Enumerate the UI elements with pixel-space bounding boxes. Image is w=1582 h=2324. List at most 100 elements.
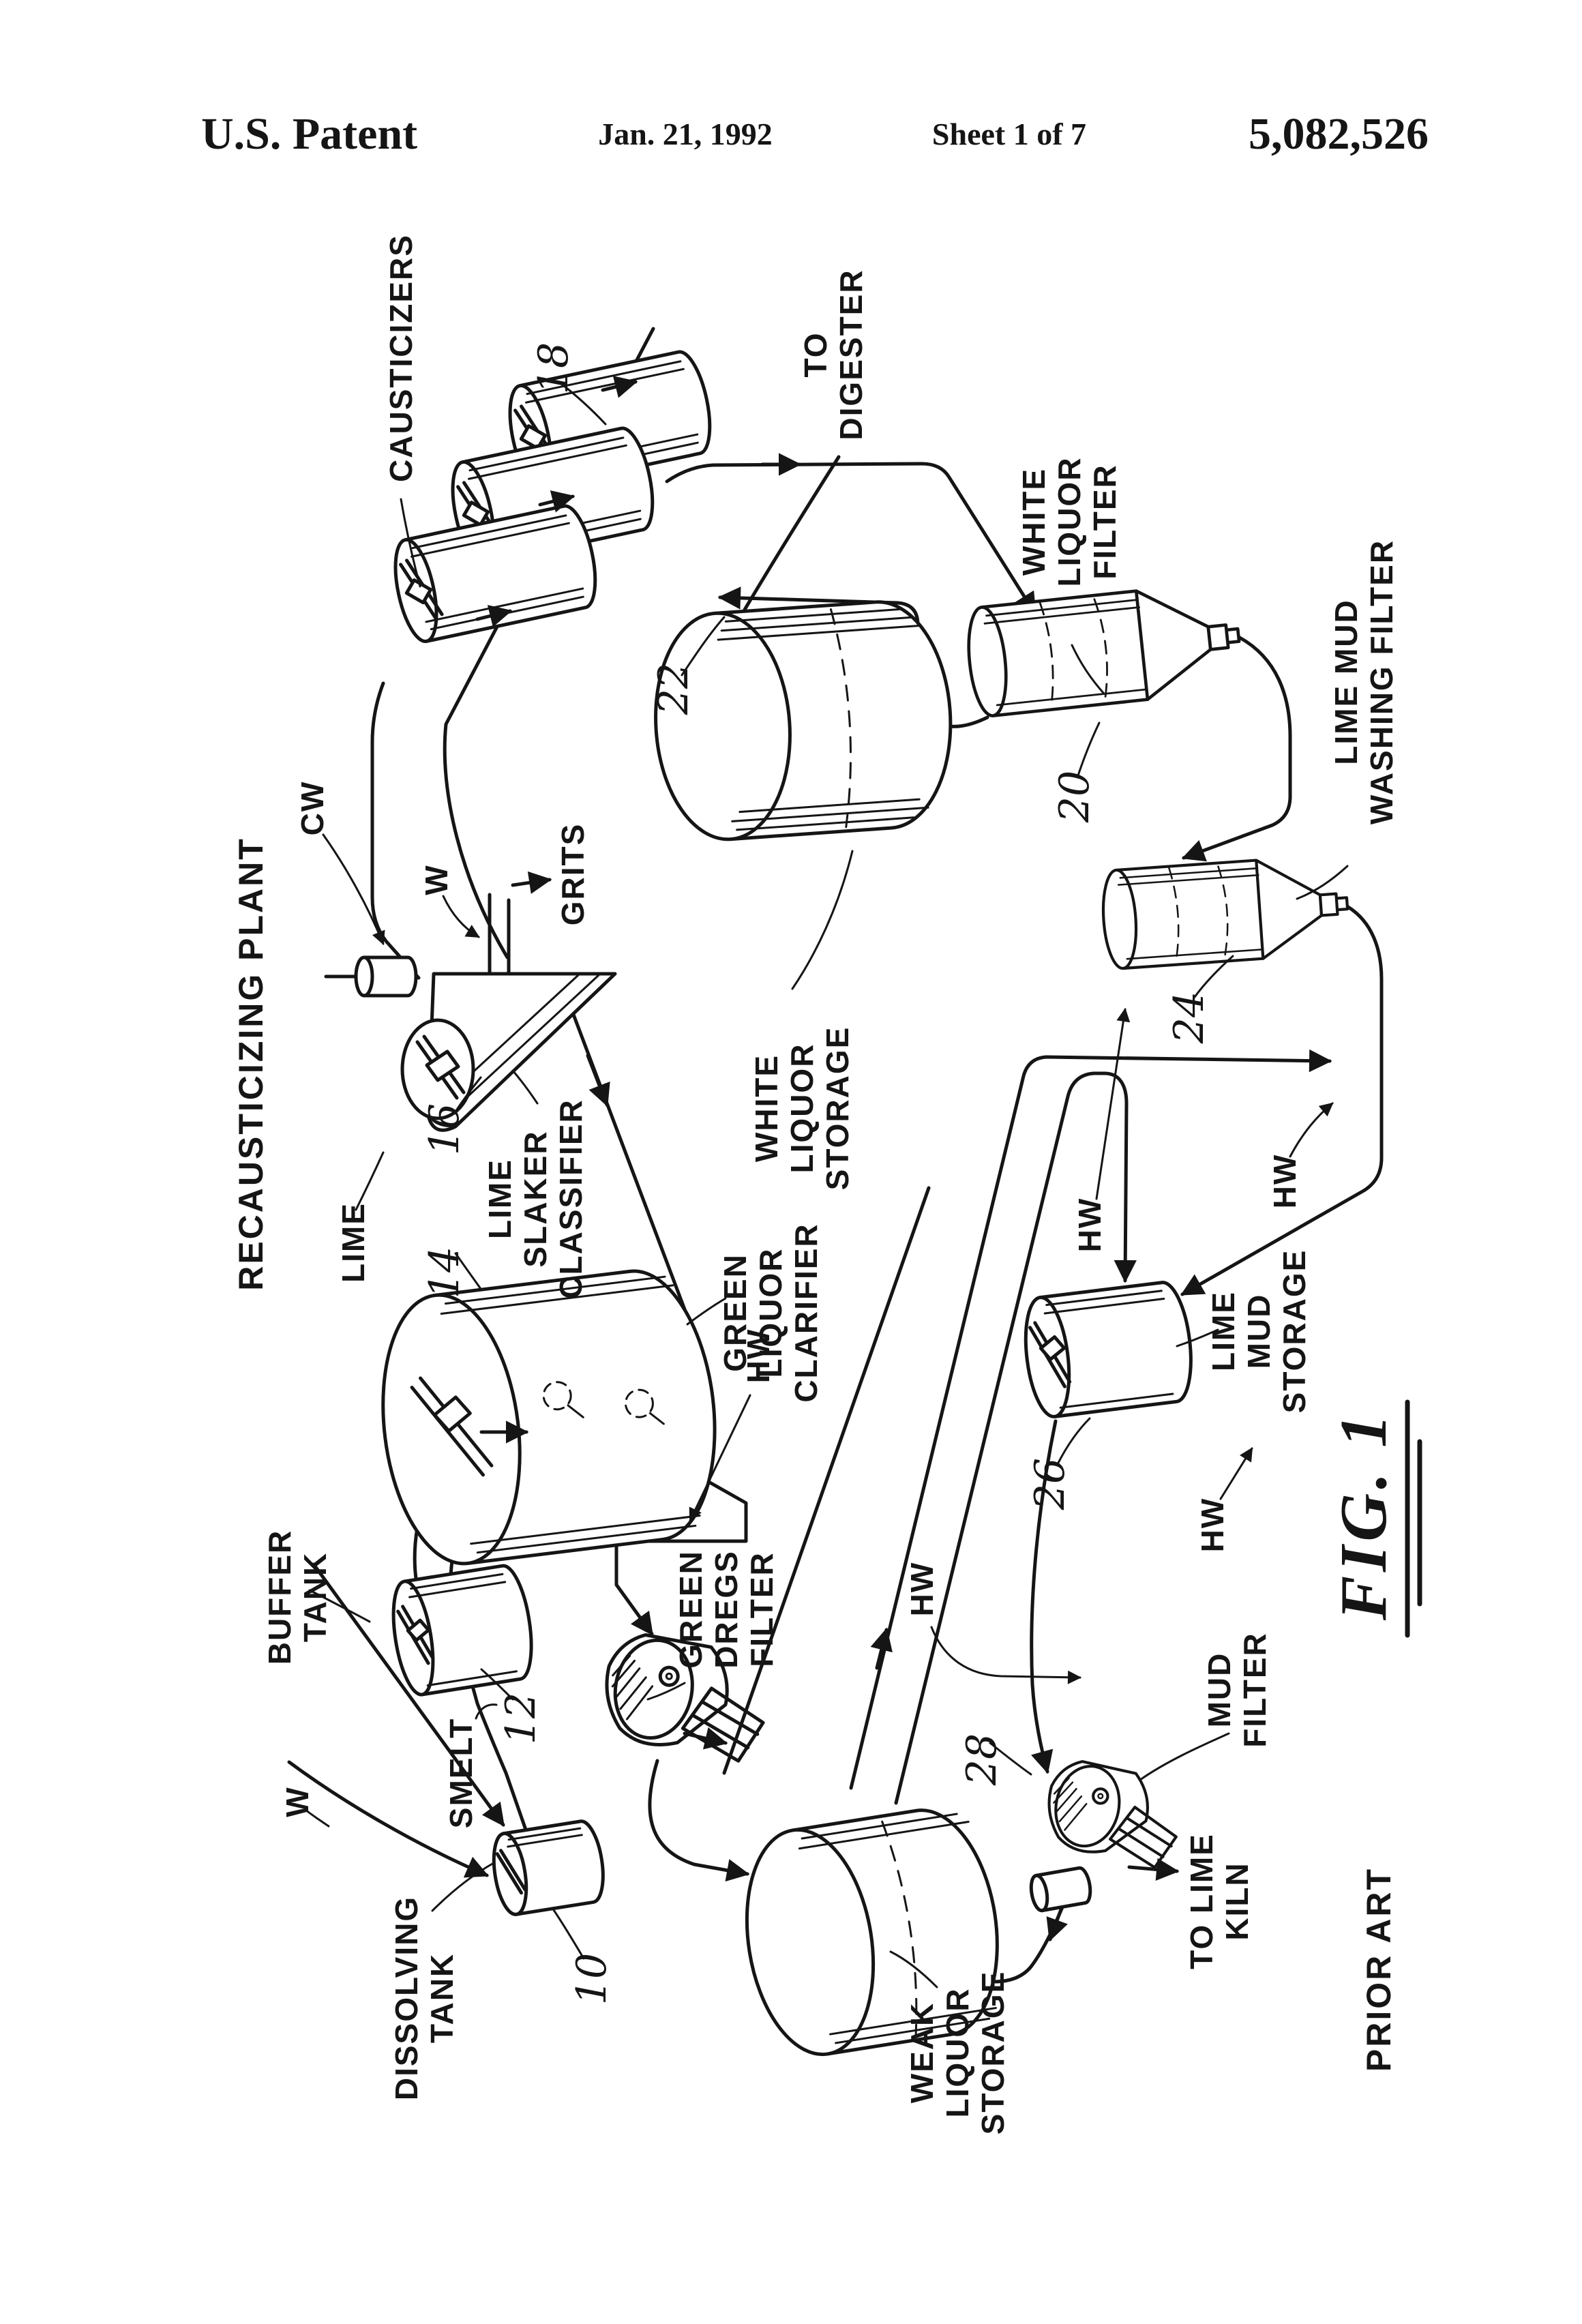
arrows-and-leaders <box>304 376 1349 1988</box>
svg-text:WHITE: WHITE <box>749 1054 784 1162</box>
leader-16 <box>454 1076 482 1113</box>
svg-text:BUFFER: BUFFER <box>262 1530 297 1665</box>
cw-label: CW <box>295 781 330 836</box>
lime-mud-storage-vessel <box>1024 1281 1193 1418</box>
svg-text:LIME MUD: LIME MUD <box>1328 599 1364 764</box>
svg-text:CLARIFIER: CLARIFIER <box>788 1223 824 1402</box>
ref-24: 24 <box>1165 992 1213 1044</box>
w-label-slaker: W <box>419 864 454 895</box>
leader-dissolving-tank <box>431 1862 495 1912</box>
svg-text:LIME: LIME <box>482 1159 518 1239</box>
leader-weak-storage <box>889 1950 938 1988</box>
svg-text:LIME: LIME <box>1206 1291 1241 1371</box>
to-lime-kiln-label: TO LIME KILN <box>1184 1833 1255 1969</box>
svg-text:TANK: TANK <box>297 1552 333 1642</box>
water-to-dissolver-line <box>287 1760 490 1878</box>
leader-24 <box>1193 955 1234 998</box>
buffer-tank-label: BUFFER TANK <box>262 1530 333 1665</box>
dissolving-tank-vessel <box>492 1819 605 1916</box>
leader-w-bottom <box>304 1808 330 1828</box>
smelt-label: SMELT <box>443 1718 479 1828</box>
svg-text:GREEN: GREEN <box>673 1550 708 1669</box>
white-liquor-storage-tank <box>654 600 953 841</box>
lime-label: LIME <box>335 1202 371 1283</box>
green-liquor-clarifier-vessel <box>381 1269 717 1566</box>
manifold-arrow-1 <box>601 376 638 398</box>
fig-1-underline <box>1405 1399 1422 1638</box>
leader-22 <box>681 616 726 676</box>
storage-to-digester-line <box>743 455 841 612</box>
patent-number: 5,082,526 <box>1249 109 1429 159</box>
white-liquor-filter-vessel <box>964 581 1244 717</box>
svg-text:LIQUOR: LIQUOR <box>784 1043 820 1174</box>
lime-mud-washing-filter-label: LIME MUD WASHING FILTER <box>1328 539 1399 824</box>
flow-arrow <box>870 1627 893 1670</box>
svg-text:STORAGE: STORAGE <box>975 1971 1011 2135</box>
white-liquor-storage-label: WHITE LIQUOR STORAGE <box>749 1026 855 1191</box>
svg-text:SLAKER: SLAKER <box>518 1130 553 1267</box>
mud-filter-mix-cylinder <box>1029 1866 1092 1913</box>
hw-label-mud-filter: HW <box>904 1562 940 1617</box>
svg-text:LIQUOR: LIQUOR <box>940 1988 975 2118</box>
ref-16: 16 <box>421 1103 468 1155</box>
ref-22: 22 <box>650 663 698 715</box>
hw-leader-right <box>1289 1102 1334 1158</box>
classifier-to-clarifier-line <box>561 985 691 1322</box>
svg-text:WASHING FILTER: WASHING FILTER <box>1364 539 1399 824</box>
hw-label-clarifier: HW <box>741 1328 776 1384</box>
leader-10 <box>551 1907 585 1960</box>
hw-leader-mud-storage <box>1219 1447 1253 1500</box>
svg-text:TANK: TANK <box>424 1953 460 2043</box>
manifold-arrow-3 <box>475 605 513 627</box>
flow-arrow <box>586 1054 610 1107</box>
page-header: U.S. Patent Jan. 21, 1992 Sheet 1 of 7 5… <box>201 109 1429 159</box>
w-leader <box>442 895 480 938</box>
leader-mud-filter <box>1139 1732 1230 1781</box>
svg-text:LIQUOR: LIQUOR <box>753 1248 788 1378</box>
lime-mud-storage-label: LIME MUD STORAGE <box>1206 1249 1312 1414</box>
weak-wash-header-line <box>849 1049 1332 1790</box>
to-lime-kiln-arrow <box>1127 1858 1180 1881</box>
hw-leader-washing-filter <box>1095 1008 1131 1200</box>
ref-10: 10 <box>568 1953 616 2005</box>
leader-wl-filter <box>1071 644 1105 694</box>
clarifier-to-dregs-filter-line <box>614 1460 748 1636</box>
leader-18 <box>559 382 607 426</box>
leader-20 <box>1076 721 1101 779</box>
weak-liquor-storage-tank <box>745 1808 999 2057</box>
leader-lm-washing-filter <box>1296 865 1349 900</box>
ref-18: 18 <box>530 342 578 394</box>
figure-designation: FIG. 1 PRIOR ART <box>1327 1399 1422 2072</box>
leader-gd-filter <box>646 1682 686 1701</box>
cw-leader <box>322 833 385 945</box>
weak-liquor-storage-label: WEAK LIQUOR STORAGE <box>904 1971 1011 2135</box>
manifold-arrow-2 <box>538 490 576 513</box>
svg-text:WHITE: WHITE <box>1016 468 1051 576</box>
leader-lm-storage <box>1176 1328 1219 1347</box>
causticizer-to-wl-filter-line <box>665 462 1037 616</box>
patent-date: Jan. 21, 1992 <box>598 117 773 151</box>
to-digester-line1: TO <box>798 331 833 377</box>
hw-leader-mud-filter <box>930 1626 1081 1684</box>
leader-lime <box>355 1151 385 1211</box>
hw-leader-clarifier <box>689 1394 751 1522</box>
filter-to-washing-filter-line <box>1181 636 1292 862</box>
vessels <box>324 348 1351 2057</box>
leader-gl-clarifier <box>686 1297 727 1326</box>
svg-text:GREEN: GREEN <box>717 1253 753 1372</box>
leader-smelt <box>475 1703 498 1720</box>
to-digester-label: TO DIGESTER <box>798 269 869 440</box>
dregs-to-weak-storage-line <box>648 1759 750 1882</box>
crossing-diagonal-line <box>722 1186 931 1775</box>
white-liquor-filter-label: WHITE LIQUOR FILTER <box>1016 457 1122 587</box>
prior-art-label: PRIOR ART <box>1360 1867 1398 2072</box>
hw-label-washing-filter: HW <box>1072 1197 1107 1253</box>
leader-causticizers <box>400 498 421 588</box>
hw-label-mud-storage: HW <box>1195 1498 1230 1553</box>
ref-14: 14 <box>421 1247 468 1298</box>
svg-text:STORAGE: STORAGE <box>820 1026 855 1191</box>
cw-vent-cylinder <box>324 955 418 998</box>
flow-lines <box>287 327 1384 1984</box>
washing-filter-to-mud-storage-line <box>1180 905 1384 1296</box>
